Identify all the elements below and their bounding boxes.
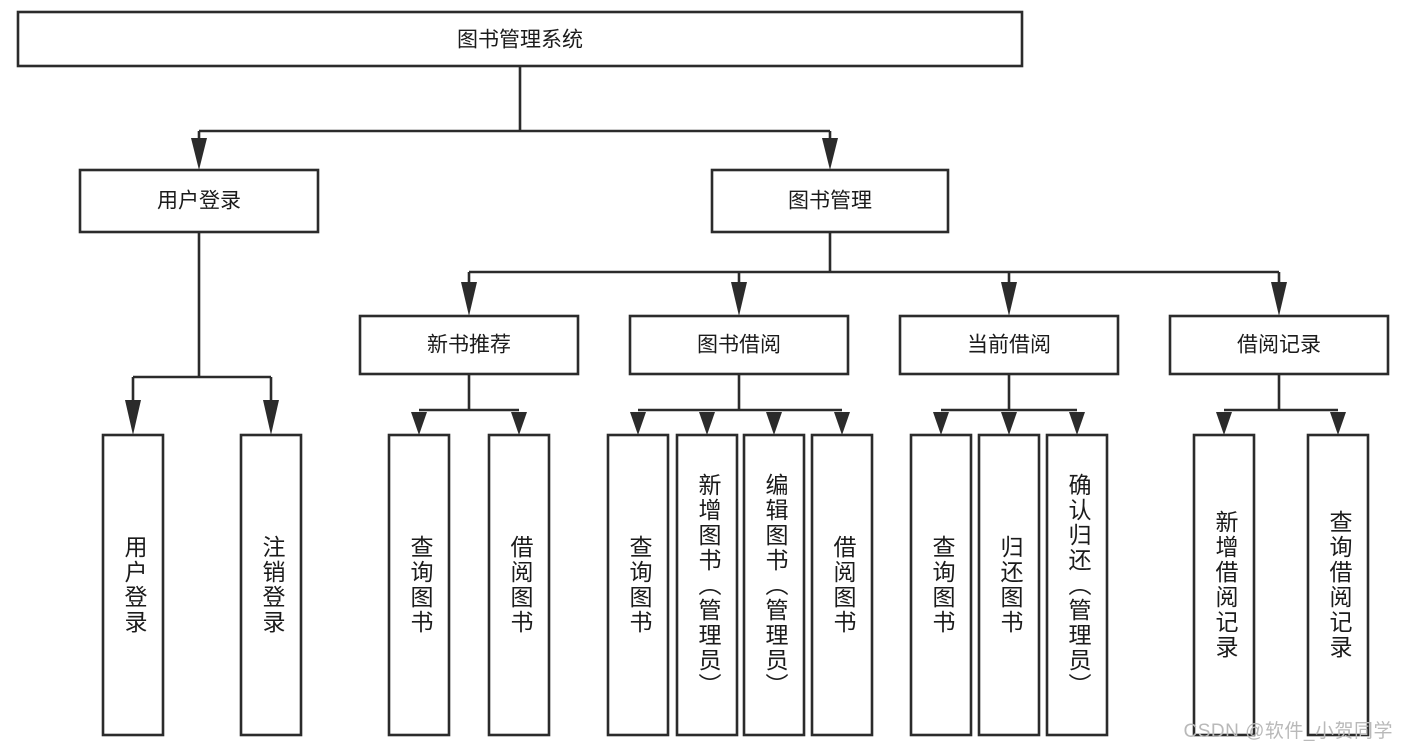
arrow-leaf-query-book-1	[411, 412, 427, 435]
node-borrow-record-box[interactable]	[1168, 314, 1390, 376]
node-leaf-user-login-box[interactable]	[101, 433, 165, 737]
arrow-borrow-record	[1271, 282, 1287, 316]
node-user-login-box[interactable]	[78, 168, 320, 234]
edges-user-login-to-leaves	[125, 232, 279, 435]
node-leaf-query-book-2-box[interactable]	[606, 433, 670, 737]
node-new-book-recommend-label: 新书推荐	[427, 334, 511, 357]
node-current-borrow-box[interactable]	[898, 314, 1120, 376]
arrow-current-borrow	[1001, 282, 1017, 316]
node-book-borrow-box[interactable]	[628, 314, 850, 376]
node-borrow-record[interactable]: 借阅记录	[1168, 314, 1390, 376]
arrow-leaf-logout	[263, 400, 279, 435]
arrow-book-management	[822, 138, 838, 170]
arrow-new-book-recommend	[461, 282, 477, 316]
watermark-text: CSDN @软件_小贺同学	[1183, 721, 1393, 742]
node-leaf-borrow-book-2-box[interactable]	[810, 433, 874, 737]
node-user-login-label: 用户登录	[157, 190, 241, 213]
node-leaf-query-record-box[interactable]	[1306, 433, 1370, 737]
node-root-label: 图书管理系统	[457, 29, 583, 52]
arrow-leaf-return-book	[1001, 412, 1017, 435]
node-leaf-return-book-box[interactable]	[977, 433, 1041, 737]
arrow-leaf-add-record	[1216, 412, 1232, 435]
node-book-borrow[interactable]: 图书借阅	[628, 314, 850, 376]
node-leaf-confirm-return-box[interactable]	[1045, 433, 1109, 737]
node-leaf-borrow-book-1-box[interactable]	[487, 433, 551, 737]
edges-book-borrow-to-leaves	[630, 374, 850, 435]
arrow-book-borrow	[731, 282, 747, 316]
node-leaf-query-book-1-box[interactable]	[387, 433, 451, 737]
arrow-leaf-query-book-3	[933, 412, 949, 435]
node-root-box[interactable]	[16, 10, 1024, 68]
node-book-management[interactable]: 图书管理	[710, 168, 950, 234]
edges-root-to-level2	[191, 66, 838, 170]
node-leaf-add-book-box[interactable]	[675, 433, 739, 737]
node-borrow-record-label: 借阅记录	[1237, 334, 1321, 357]
edges-book-management-to-level3	[461, 232, 1287, 316]
leaf-boxes	[101, 433, 1370, 737]
arrow-leaf-edit-book	[766, 412, 782, 435]
node-current-borrow[interactable]: 当前借阅	[898, 314, 1120, 376]
node-new-book-recommend-box[interactable]	[358, 314, 580, 376]
edges-current-borrow-to-leaves	[933, 374, 1085, 435]
arrow-leaf-query-record	[1330, 412, 1346, 435]
node-leaf-edit-book-box[interactable]	[742, 433, 806, 737]
node-book-management-box[interactable]	[710, 168, 950, 234]
node-book-management-label: 图书管理	[788, 190, 872, 213]
node-book-borrow-label: 图书借阅	[697, 334, 781, 357]
node-leaf-logout-box[interactable]	[239, 433, 303, 737]
arrow-leaf-borrow-book-1	[511, 412, 527, 435]
arrow-leaf-confirm-return	[1069, 412, 1085, 435]
node-current-borrow-label: 当前借阅	[967, 334, 1051, 357]
edges-new-book-recommend-to-leaves	[411, 374, 527, 435]
arrow-user-login	[191, 138, 207, 170]
node-root[interactable]: 图书管理系统	[16, 10, 1024, 68]
arrow-leaf-user-login	[125, 400, 141, 435]
arrow-leaf-query-book-2	[630, 412, 646, 435]
arrow-leaf-borrow-book-2	[834, 412, 850, 435]
arrow-leaf-add-book	[699, 412, 715, 435]
node-leaf-query-book-3-box[interactable]	[909, 433, 973, 737]
node-user-login[interactable]: 用户登录	[78, 168, 320, 234]
node-new-book-recommend[interactable]: 新书推荐	[358, 314, 580, 376]
node-leaf-add-record-box[interactable]	[1192, 433, 1256, 737]
edges-borrow-record-to-leaves	[1216, 374, 1346, 435]
